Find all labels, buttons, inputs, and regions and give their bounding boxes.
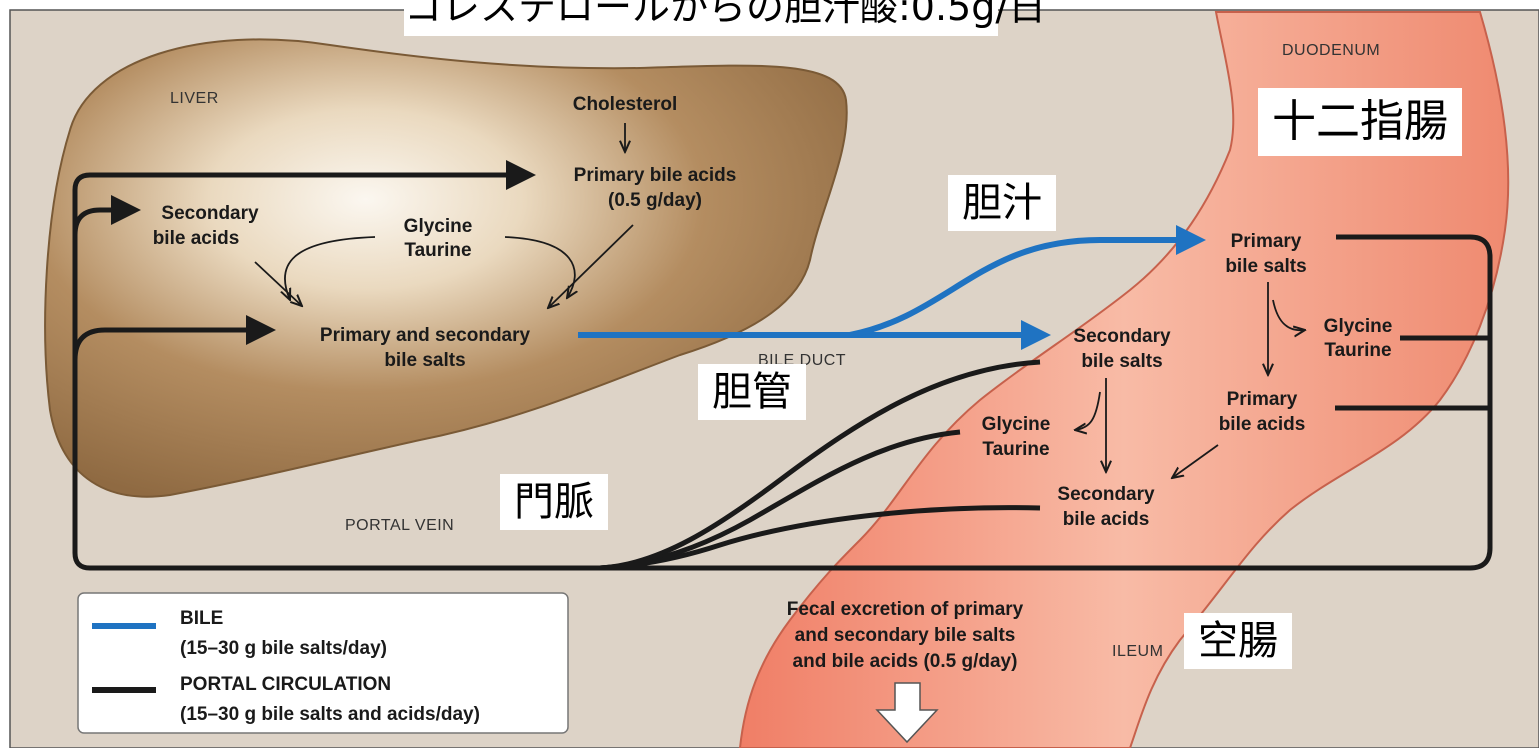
label-int-primary-acids-2: bile acids: [1219, 414, 1306, 435]
arrow-primary-to-salts: [548, 224, 634, 308]
label-int-primary-acids: Primary: [1227, 389, 1298, 410]
intestine-conversion-arrows: [1075, 282, 1305, 478]
legend-portal-title: PORTAL CIRCULATION: [180, 674, 391, 695]
label-fecal-excretion-2: and secondary bile salts: [795, 625, 1016, 646]
label-taurine: Taurine: [404, 240, 471, 261]
arrow-primary-salts-glycine: [1272, 299, 1305, 330]
label-fecal-excretion: Fecal excretion of primary: [787, 599, 1024, 620]
portal-from-secondary-acids: [599, 505, 1041, 571]
bile-branch-duodenum: [849, 225, 1206, 338]
portal-from-secondary-salts: [599, 359, 1041, 571]
arrow-secondary-to-salts: [254, 261, 302, 306]
jp-label-duodenum: 十二指腸: [1258, 88, 1462, 156]
label-int-taurine-r: Taurine: [1324, 340, 1391, 361]
label-bile-salts: Primary and secondary: [320, 325, 531, 346]
portal-circulation-lines: [72, 160, 1493, 571]
label-bile-salts-2: bile salts: [384, 350, 465, 371]
label-int-primary-salts: Primary: [1231, 231, 1302, 252]
jp-label-jejunum: 空腸: [1184, 613, 1292, 669]
label-int-secondary-acids-2: bile acids: [1063, 509, 1150, 530]
arrow-glycine-right: [504, 236, 575, 298]
portal-right-loop: [600, 234, 1493, 571]
label-secondary-bile-acids-2: bile acids: [153, 228, 240, 249]
label-int-secondary-salts-2: bile salts: [1081, 351, 1162, 372]
label-primary-bile-acids: Primary bile acids: [574, 165, 737, 186]
label-int-glycine-r: Glycine: [1324, 316, 1393, 337]
legend-box: [77, 592, 569, 734]
portal-branch-secondary: [72, 195, 141, 236]
arrow-secondary-salts-glycine: [1075, 391, 1101, 430]
label-fecal-excretion-3: and bile acids (0.5 g/day): [793, 651, 1018, 672]
portal-branch-salts: [72, 315, 276, 361]
jp-label-bile: 胆汁: [948, 175, 1056, 231]
jp-label-bile-duct: 胆管: [698, 364, 806, 420]
arrow-glycine-left: [285, 236, 376, 300]
label-int-primary-salts-2: bile salts: [1225, 256, 1306, 277]
label-int-glycine-l: Glycine: [982, 414, 1051, 435]
label-int-secondary-acids: Secondary: [1057, 484, 1155, 505]
legend-bile-desc: (15–30 g bile salts/day): [180, 638, 387, 659]
label-int-secondary-salts: Secondary: [1073, 326, 1171, 347]
liver-conversion-arrows: [254, 123, 634, 308]
intestine-shape: [738, 11, 1510, 748]
arrow-primary-acids-secondary: [1172, 444, 1219, 478]
fecal-excretion-arrow: [875, 682, 939, 744]
legend: BILE (15–30 g bile salts/day) PORTAL CIR…: [77, 592, 569, 734]
liver-shape: [44, 38, 848, 498]
title-overlay: コレステロールからの胆汁酸:0.5g/日: [404, 0, 1046, 36]
jp-label-portal-vein: 門脈: [500, 474, 608, 530]
region-liver: LIVER: [170, 90, 219, 107]
bile-lines: [578, 225, 1206, 350]
label-cholesterol: Cholesterol: [573, 94, 678, 115]
label-int-taurine-l: Taurine: [982, 439, 1049, 460]
region-portal-vein: PORTAL VEIN: [345, 517, 454, 534]
legend-bile-title: BILE: [180, 608, 223, 629]
label-primary-bile-acids-rate: (0.5 g/day): [608, 190, 702, 211]
portal-main-loop: [72, 160, 600, 571]
label-glycine: Glycine: [404, 216, 473, 237]
region-ileum: ILEUM: [1112, 643, 1163, 660]
label-secondary-bile-acids: Secondary: [161, 203, 259, 224]
region-duodenum: DUODENUM: [1282, 42, 1380, 59]
legend-portal-desc: (15–30 g bile salts and acids/day): [180, 704, 480, 725]
